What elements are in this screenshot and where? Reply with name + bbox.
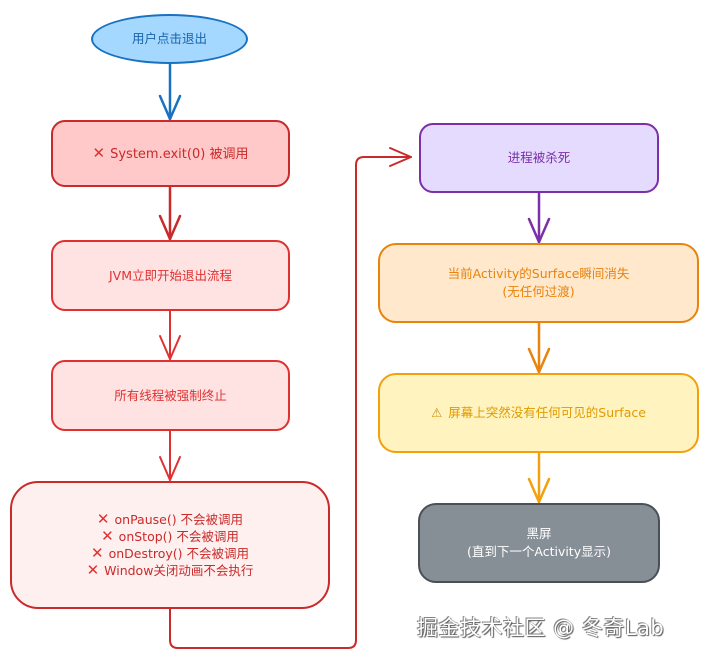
node-callbacks-skipped: ✕onPause() 不会被调用 ✕onStop() 不会被调用 ✕onDest… (10, 481, 330, 609)
node-sublabel: (无任何过渡) (502, 284, 575, 299)
node-label: Window关闭动画不会执行 (104, 563, 254, 578)
node-label: onDestroy() 不会被调用 (108, 546, 249, 561)
node-sublabel: (直到下一个Activity显示) (466, 544, 611, 559)
node-label: onStop() 不会被调用 (118, 529, 239, 544)
warning-icon: ⚠ (431, 405, 443, 420)
node-label: JVM立即开始退出流程 (108, 267, 233, 283)
node-system-exit-called: ✕System.exit(0) 被调用 (51, 120, 290, 187)
node-label: 所有线程被强制终止 (114, 387, 227, 403)
arrow-nosurface-to-black (527, 451, 551, 506)
cross-mark-icon: ✕ (101, 527, 114, 545)
node-label: onPause() 不会被调用 (114, 512, 244, 527)
node-label: System.exit(0) 被调用 (110, 146, 249, 162)
cross-mark-icon: ✕ (92, 143, 106, 162)
arrow-threads-to-callbacks (159, 430, 181, 483)
node-process-killed: 进程被杀死 (419, 123, 659, 193)
node-line: ✕ onPause() 不会被调用 (97, 511, 243, 528)
arrow-surface-to-nosurface (527, 321, 551, 376)
node-label: 当前Activity的Surface瞬间消失 (447, 266, 630, 281)
node-jvm-exit: JVM立即开始退出流程 (51, 240, 290, 311)
node-label: 屏幕上突然没有任何可见的Surface (448, 405, 646, 420)
arrow-kill-to-surface (527, 191, 551, 246)
cross-mark-icon: ✕ (90, 544, 104, 562)
arrow-jvm-to-threads (159, 310, 181, 362)
node-threads-killed: 所有线程被强制终止 (51, 360, 290, 431)
cross-mark-icon: ✕ (86, 561, 100, 579)
arrow-exit-to-jvm (158, 185, 182, 243)
node-surface-gone: 当前Activity的Surface瞬间消失 (无任何过渡) (378, 243, 699, 323)
node-user-click-exit: 用户点击退出 (91, 14, 248, 64)
node-line: ✕ Window关闭动画不会执行 (87, 562, 254, 579)
node-label: 进程被杀死 (507, 150, 571, 165)
node-line: ✕ onStop() 不会被调用 (101, 528, 239, 545)
node-label: 黑屏 (526, 526, 552, 541)
node-black-screen: 黑屏 (直到下一个Activity显示) (418, 503, 660, 583)
node-line: ⚠ 屏幕上突然没有任何可见的Surface (431, 404, 646, 422)
watermark: 掘金技术社区 @ 冬奇Lab (417, 616, 665, 640)
node-label: 用户点击退出 (131, 31, 207, 46)
node-line: ✕ onDestroy() 不会被调用 (91, 545, 249, 562)
node-line: ✕System.exit(0) 被调用 (93, 144, 249, 164)
node-no-visible-surface: ⚠ 屏幕上突然没有任何可见的Surface (378, 373, 699, 453)
cross-mark-icon: ✕ (96, 510, 110, 528)
arrow-start-to-exit (158, 62, 182, 123)
